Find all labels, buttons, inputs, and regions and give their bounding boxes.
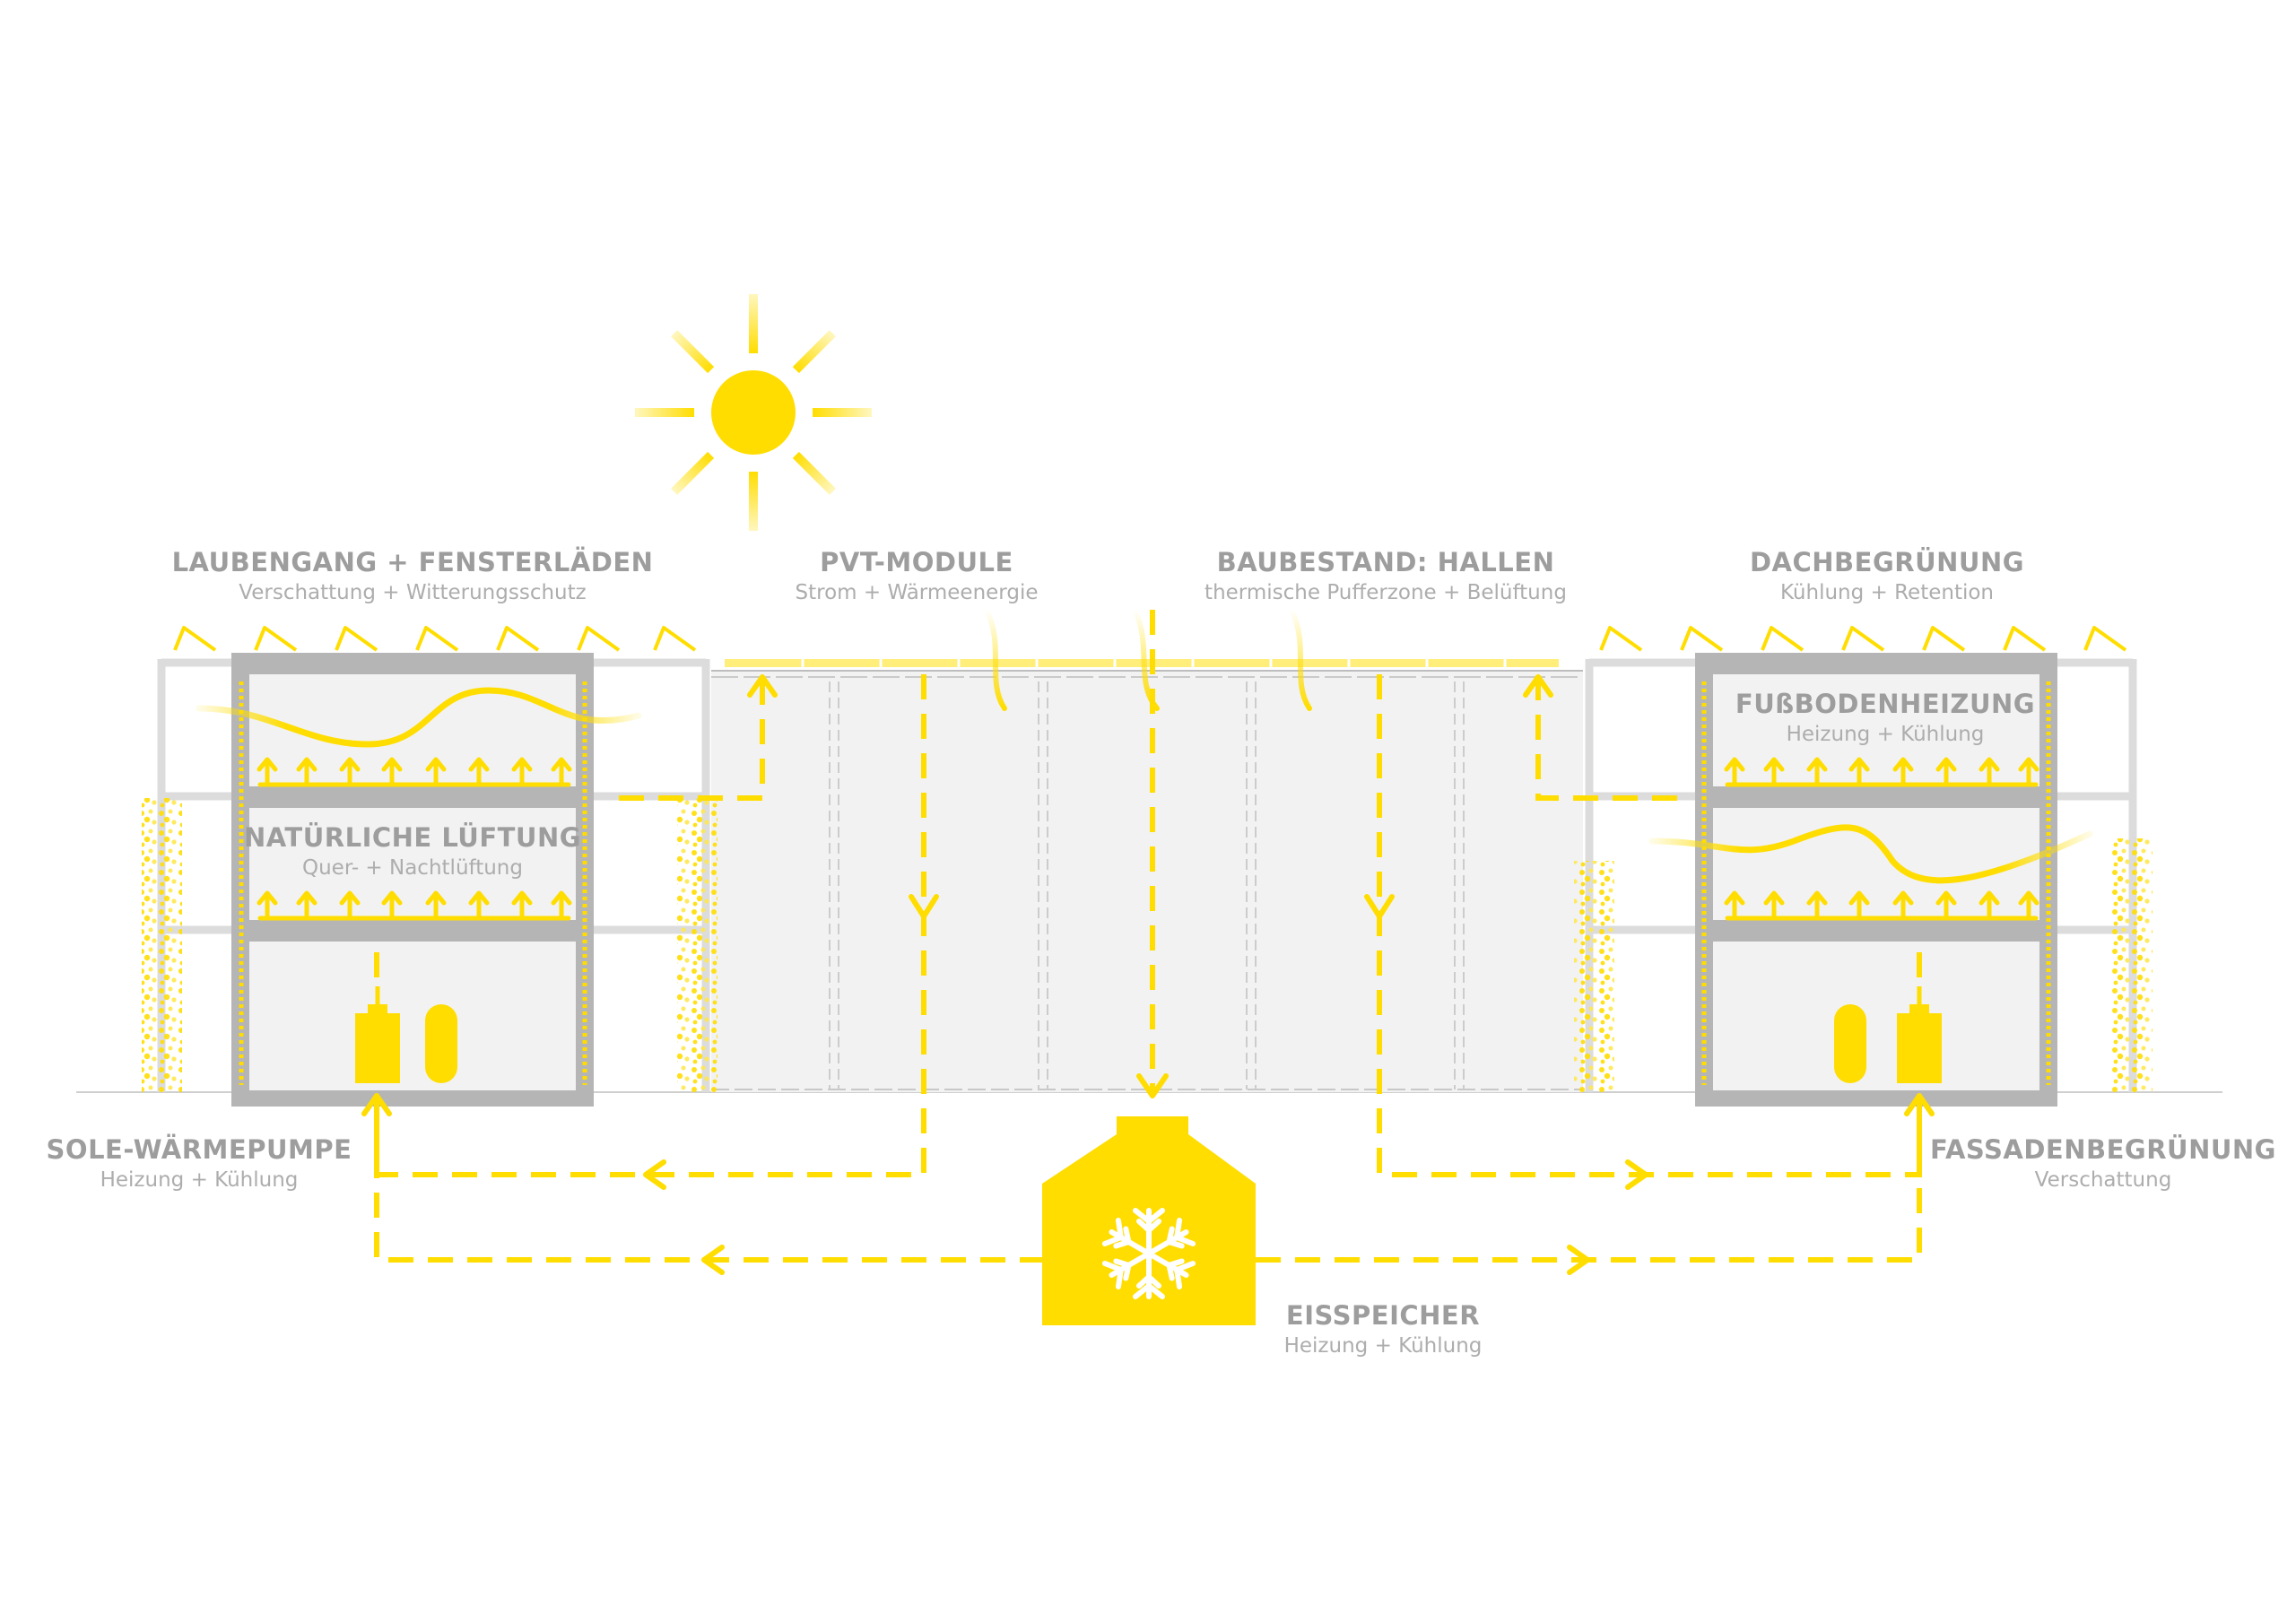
label-natuerliche-lueftung-subtitle: Quer- + Nachtlüftung [302, 856, 523, 880]
sun-icon [635, 294, 872, 531]
vent-arrow-head [1892, 890, 1914, 906]
label-dachbegruenung-title: DACHBEGRÜNUNG [1749, 547, 2025, 577]
flow-direction-arrows [361, 674, 1935, 1275]
vent-arrow-head [1806, 890, 1828, 906]
label-sole-waermepumpe: SOLE-WÄRMEPUMPE Heizung + Kühlung [47, 1134, 352, 1192]
existing-halls [711, 670, 1583, 1092]
label-pvt-modules-title: PVT-MODULE [820, 547, 1013, 577]
dashed-piping [374, 610, 1922, 1263]
label-dachbegruenung-subtitle: Kühlung + Retention [1779, 581, 1995, 604]
vent-arrows [257, 757, 2039, 921]
vent-arrow-head [1724, 890, 1745, 906]
label-eisspeicher-title: EISSPEICHER [1285, 1300, 1481, 1331]
label-sole-waermepumpe-subtitle: Heizung + Kühlung [100, 1168, 299, 1192]
label-eisspeicher-subtitle: Heizung + Kühlung [1283, 1334, 1483, 1358]
vent-arrow-head [1935, 890, 1957, 906]
label-fassadenbegruenung: FASSADENBEGRÜNUNG Verschattung [1930, 1134, 2276, 1192]
label-laubengang-subtitle: Verschattung + Witterungsschutz [239, 581, 587, 604]
vent-arrow-head [1892, 757, 1914, 772]
vent-arrow-head [2018, 757, 2039, 772]
snowflake-icon [1105, 1208, 1193, 1297]
vent-arrow-head [1806, 757, 1828, 772]
vent-arrow-head [468, 757, 490, 772]
facade-greenery-icon [142, 798, 2152, 1092]
label-fassadenbegruenung-title: FASSADENBEGRÜNUNG [1930, 1134, 2276, 1165]
vent-arrow-head [296, 890, 317, 906]
vent-arrow-head [511, 757, 533, 772]
label-baubestand-subtitle: thermische Pufferzone + Belüftung [1205, 581, 1567, 604]
label-baubestand-title: BAUBESTAND: HALLEN [1216, 547, 1555, 577]
left-building [157, 653, 710, 1107]
vent-arrow-head [339, 757, 361, 772]
label-natuerliche-lueftung: NATÜRLICHE LÜFTUNG Quer- + Nachtlüftung [244, 822, 581, 880]
label-fussbodenheizung-title: FUßBODENHEIZUNG [1735, 689, 2036, 719]
vent-arrow-head [1763, 757, 1785, 772]
label-fassadenbegruenung-subtitle: Verschattung [2034, 1168, 2172, 1192]
vent-arrow-head [257, 890, 278, 906]
label-fussbodenheizung: FUßBODENHEIZUNG Heizung + Kühlung [1735, 689, 2035, 746]
vent-arrow-head [2018, 890, 2039, 906]
vent-arrow-head [425, 757, 447, 772]
vent-arrow-head [381, 757, 403, 772]
vent-arrow-head [551, 890, 572, 906]
vent-arrow-head [468, 890, 490, 906]
vent-arrow-head [1848, 890, 1870, 906]
vent-arrow-head [1724, 757, 1745, 772]
roof-pv-panels [173, 626, 2127, 652]
label-fussbodenheizung-subtitle: Heizung + Kühlung [1786, 723, 1985, 746]
label-baubestand: BAUBESTAND: HALLEN thermische Pufferzone… [1205, 547, 1567, 604]
vent-arrow-head [1763, 890, 1785, 906]
label-laubengang: LAUBENGANG + FENSTERLÄDEN Verschattung +… [172, 547, 654, 604]
vent-arrow-head [339, 890, 361, 906]
air-flow-waves [196, 687, 2093, 884]
label-dachbegruenung: DACHBEGRÜNUNG Kühlung + Retention [1750, 547, 2024, 604]
storage-tank-icon [425, 1004, 1866, 1083]
label-pvt-modules-subtitle: Strom + Wärmeenergie [795, 581, 1039, 604]
vent-arrow-head [511, 890, 533, 906]
label-laubengang-title: LAUBENGANG + FENSTERLÄDEN [171, 547, 654, 577]
vent-arrow-head [296, 757, 317, 772]
vent-arrow-head [1979, 757, 2000, 772]
vent-arrow-head [381, 890, 403, 906]
vent-arrow-head [1935, 757, 1957, 772]
label-pvt-modules: PVT-MODULE Strom + Wärmeenergie [796, 547, 1039, 604]
label-sole-waermepumpe-title: SOLE-WÄRMEPUMPE [46, 1134, 352, 1165]
label-natuerliche-lueftung-title: NATÜRLICHE LÜFTUNG [243, 822, 582, 853]
vent-arrow-head [1979, 890, 2000, 906]
label-eisspeicher: EISSPEICHER Heizung + Kühlung [1284, 1300, 1483, 1358]
vent-arrow-head [1848, 757, 1870, 772]
heat-pump-icon [355, 986, 1942, 1083]
vent-arrow-head [551, 757, 572, 772]
vent-arrow-head [425, 890, 447, 906]
vent-arrow-head [257, 757, 278, 772]
